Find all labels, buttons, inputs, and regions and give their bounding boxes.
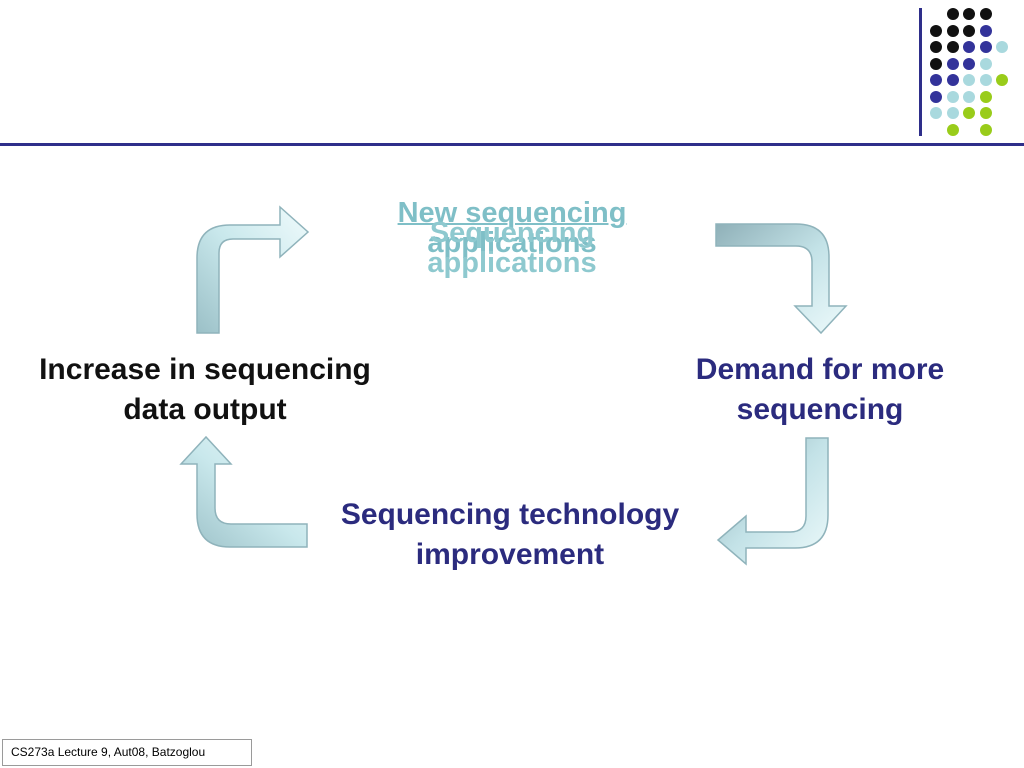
label-line: Sequencing (429, 217, 595, 249)
decor-dot (996, 41, 1008, 53)
decor-dot (930, 41, 942, 53)
label-new-sequencing-applications: New sequencing applications (362, 198, 662, 258)
label-line: applications (427, 227, 597, 259)
label-line: New sequencing (397, 197, 627, 229)
decor-dot (963, 57, 975, 70)
decor-dot (963, 90, 975, 103)
decor-dot (930, 90, 942, 103)
label-line: Increase in sequencing (39, 353, 371, 386)
label-line: Demand for more (695, 353, 945, 386)
decor-dot (979, 74, 992, 86)
decor-dot (979, 24, 992, 37)
footer-credit: CS273a Lecture 9, Aut08, Batzoglou (2, 739, 252, 766)
label-line: Sequencing technology (340, 498, 680, 531)
vertical-rule (919, 8, 922, 136)
decor-dot (946, 107, 959, 119)
decor-dot (946, 123, 959, 136)
decor-dot (996, 74, 1008, 86)
decor-dot (979, 123, 992, 136)
decor-dot (979, 90, 992, 103)
decor-dot (946, 90, 959, 103)
header-rule (0, 143, 1024, 146)
arrow-bottom-left (179, 435, 308, 548)
label-sequencing-technology-improvement: Sequencing technology improvement (300, 495, 720, 575)
label-sequencing-applications: Sequencing applications (362, 218, 662, 278)
label-line: sequencing (736, 393, 904, 426)
decor-dot (963, 107, 975, 119)
decor-dot (946, 57, 959, 70)
arrow-top-left (196, 205, 310, 334)
decor-dot (979, 57, 992, 70)
label-line: improvement (415, 538, 605, 571)
label-line: data output (123, 393, 287, 426)
decor-dot (979, 41, 992, 53)
decor-dot (963, 24, 975, 37)
decor-dot (946, 74, 959, 86)
decor-dot (979, 107, 992, 119)
decor-dot (963, 41, 975, 53)
decor-dot (963, 8, 975, 20)
decor-dot (979, 8, 992, 20)
decor-dot (946, 41, 959, 53)
label-demand-for-more-sequencing: Demand for more sequencing (660, 350, 980, 430)
arrow-top-right (715, 223, 848, 335)
decor-dot (930, 74, 942, 86)
label-increase-in-data-output: Increase in sequencing data output (5, 350, 405, 430)
decor-dot (946, 8, 959, 20)
decor-dot (946, 24, 959, 37)
label-line: applications (427, 247, 597, 279)
decor-dot (930, 24, 942, 37)
decor-dot (930, 57, 942, 70)
arrow-bottom-right (716, 437, 829, 566)
decor-dot (963, 74, 975, 86)
decor-dot (930, 107, 942, 119)
